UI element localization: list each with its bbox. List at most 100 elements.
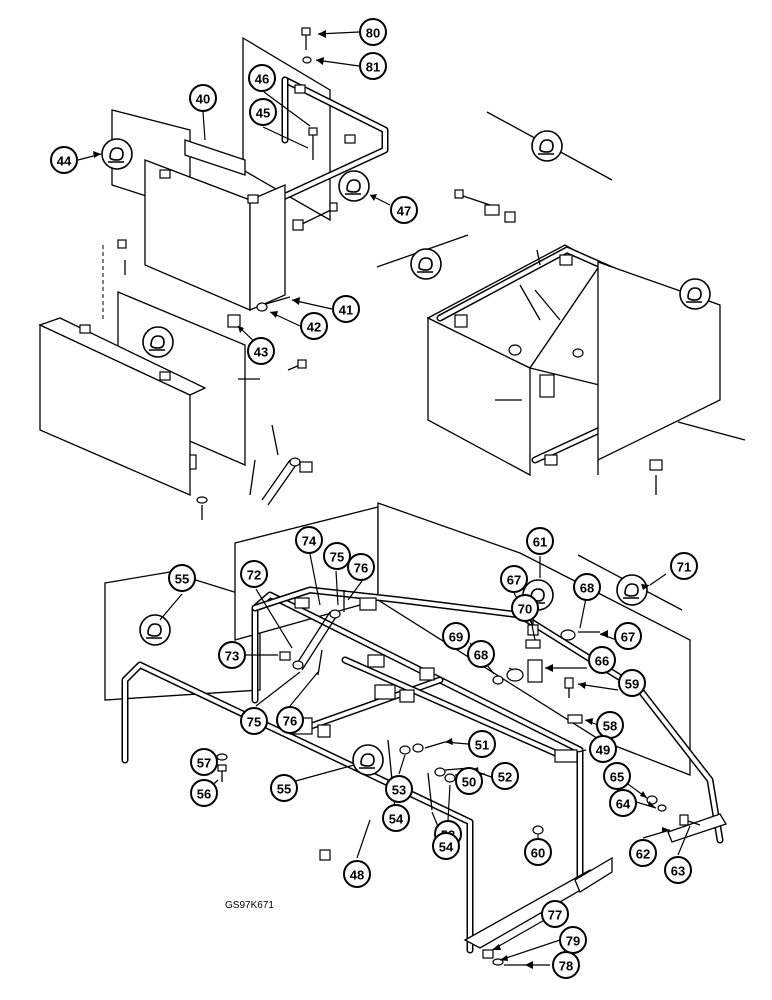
callout-62: 62 [629,839,657,867]
upper-left-box-assembly [102,27,389,328]
callout-48: 48 [343,860,371,888]
callout-label: 76 [283,714,297,729]
callout-label: 74 [302,534,317,549]
callout-label: 64 [616,797,631,812]
callout-label: 48 [350,868,364,883]
callout-58: 58 [596,711,624,739]
lower-left-panel-assembly [38,291,313,520]
callouts: 80 81 46 40 45 44 47 41 42 43 55 74 75 76 72 73 75 76 61 67… [50,18,698,979]
callout-71: 71 [670,552,698,580]
callout-label: 45 [256,106,270,121]
reference-symbol-icon [142,326,174,358]
callout-label: 75 [247,715,261,730]
callout-52: 52 [491,762,519,790]
callout-label: 43 [254,345,268,360]
reference-symbols [101,130,711,776]
reference-symbol-icon [616,574,648,606]
callout-label: 68 [580,581,594,596]
callout-60: 60 [524,838,552,866]
callout-68: 68 [467,640,495,668]
callout-label: 58 [603,719,617,734]
callout-label: 67 [621,630,635,645]
callout-77: 77 [541,900,569,928]
callout-56: 56 [190,779,218,807]
callout-label: 54 [439,840,454,855]
callout-label: 62 [636,847,650,862]
callout-label: 54 [389,812,404,827]
callout-label: 59 [625,677,639,692]
callout-79: 79 [559,926,587,954]
callout-label: 50 [462,775,476,790]
callout-label: 40 [196,92,210,107]
callout-74: 74 [295,526,323,554]
callout-label: 47 [397,204,411,219]
callout-65: 65 [603,762,631,790]
callout-label: 76 [354,561,368,576]
callout-label: 51 [475,738,489,753]
callout-54: 54 [432,832,460,860]
callout-label: 46 [255,72,269,87]
drawing-code: GS97K671 [225,900,274,911]
callout-64: 64 [609,789,637,817]
callout-label: 44 [57,154,72,169]
callout-label: 80 [366,26,380,41]
callout-72: 72 [240,560,268,588]
callout-label: 52 [498,770,512,785]
callout-44: 44 [50,146,78,174]
callout-69: 69 [442,622,470,650]
callout-label: 70 [518,602,532,617]
callout-41: 41 [332,295,360,323]
callout-53: 53 [385,775,413,803]
callout-80: 80 [359,18,387,46]
callout-label: 53 [392,783,406,798]
reference-symbol-icon [338,170,370,202]
callout-label: 73 [225,649,239,664]
callout-68: 68 [573,573,601,601]
callout-55: 55 [168,564,196,592]
callout-81: 81 [359,52,387,80]
reference-symbol-icon [531,130,563,162]
reference-symbol-icon [139,614,171,646]
callout-57: 57 [190,748,218,776]
callout-label: 42 [307,320,321,335]
callout-50: 50 [455,767,483,795]
callout-67: 67 [614,622,642,650]
callout-43: 43 [247,337,275,365]
reference-symbol-icon [410,248,442,280]
callout-40: 40 [189,84,217,112]
callout-label: 57 [197,756,211,771]
callout-label: 55 [175,572,189,587]
callout-78: 78 [552,951,580,979]
callout-label: 75 [330,550,344,565]
callout-70: 70 [511,594,539,622]
callout-label: 67 [507,573,521,588]
callout-label: 63 [671,864,685,879]
callout-42: 42 [300,312,328,340]
callout-label: 56 [197,787,211,802]
callout-label: 72 [247,568,261,583]
reference-symbol-icon [679,278,711,310]
callout-label: 71 [677,560,691,575]
callout-59: 59 [618,669,646,697]
reference-symbol-icon [101,138,133,170]
callout-label: 77 [548,908,562,923]
callout-54: 54 [382,804,410,832]
reference-symbol-icon [352,744,384,776]
callout-61: 61 [526,527,554,555]
callout-49: 49 [589,735,617,763]
callout-label: 79 [566,934,580,949]
callout-label: 61 [533,535,547,550]
callout-63: 63 [664,856,692,884]
lower-main-frame [104,502,727,966]
arrowheads [93,30,670,969]
callout-46: 46 [248,64,276,92]
callout-76: 76 [276,706,304,734]
callout-66: 66 [588,646,616,674]
callout-51: 51 [468,730,496,758]
callout-label: 65 [610,770,624,785]
callout-75: 75 [240,707,268,735]
callout-67: 67 [500,565,528,593]
upper-right-box-assembly [376,111,746,495]
callout-label: 69 [449,630,463,645]
